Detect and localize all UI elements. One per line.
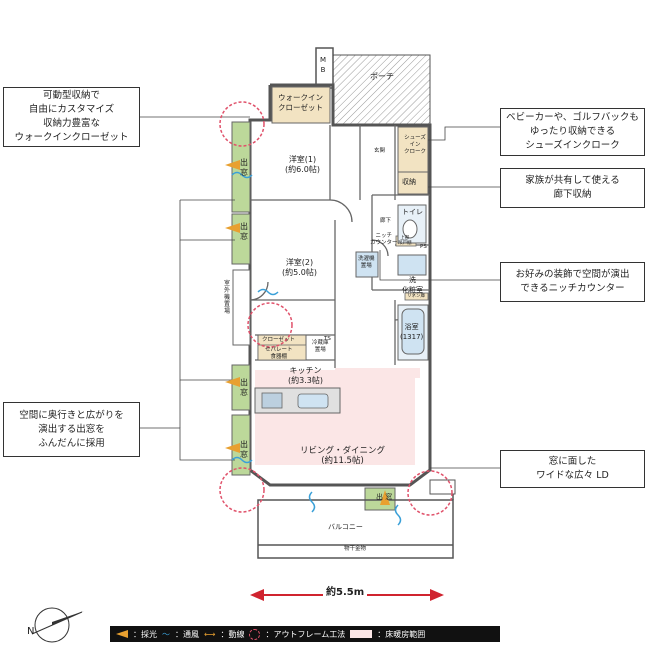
legend-light: ：採光 bbox=[133, 629, 157, 639]
label-bay-window-2: 出 窓 bbox=[240, 222, 248, 241]
label-western-room-1: 洋室(1) (約6.0帖) bbox=[285, 155, 320, 174]
label-kitchen: キッチン (約3.3帖) bbox=[288, 366, 323, 385]
label-ps: PS bbox=[420, 244, 427, 250]
callout-shoes-in-cloak: ベビーカーや、ゴルフバックも ゆったり収納できる シューズインクローク bbox=[500, 108, 645, 156]
label-niche-counter: ニッチ カウンター bbox=[370, 233, 398, 246]
legend-floor-heat-icon bbox=[350, 630, 373, 638]
floor-heating-area bbox=[255, 370, 415, 465]
legend-outframe-icon bbox=[249, 628, 261, 640]
label-living-dining: リビング・ダイニング (約11.5帖) bbox=[300, 446, 386, 466]
callout-hall-storage: 家族が共有して使える 廊下収納 bbox=[500, 168, 645, 208]
label-bay-window-3: 出 窓 bbox=[240, 378, 248, 397]
label-outdoor-unit: 室外機置場 bbox=[223, 280, 230, 315]
label-bath: 浴室 (1317) bbox=[400, 323, 424, 341]
callout-bay-windows: 空間に奥行きと広がりを 演出する出窓を ふんだんに採用 bbox=[3, 402, 140, 457]
label-walk-in-closet: ウォークイン クローゼット bbox=[278, 93, 323, 112]
legend-outframe: ：アウトフレーム工法 bbox=[265, 629, 346, 639]
label-balcony: バルコニー bbox=[328, 523, 363, 531]
label-porch: ポーチ bbox=[370, 72, 394, 81]
walk-in-closet-area bbox=[271, 86, 331, 124]
callout-walk-in-closet: 可動型収納で 自由にカスタマイズ 収納力豊富な ウォークインクローゼット bbox=[3, 87, 140, 147]
legend-flow: ：動線 bbox=[220, 629, 245, 639]
label-ts: TS bbox=[324, 336, 331, 342]
legend: ：採光 〜 ：通風 ⟷ ：動線 ：アウトフレーム工法 ：床暖房範囲 bbox=[110, 626, 500, 642]
label-storage: 収納 bbox=[402, 178, 416, 186]
porch-area bbox=[332, 54, 431, 126]
label-shoes-in-cloak: シューズ イン クローク bbox=[404, 135, 427, 155]
compass bbox=[31, 607, 84, 643]
legend-light-icon bbox=[116, 630, 128, 638]
legend-wind-icon: 〜 bbox=[162, 629, 170, 639]
label-bay-window-1: 出 窓 bbox=[240, 158, 248, 177]
outframe-circles bbox=[219, 101, 453, 516]
compass-north-label: N bbox=[27, 626, 35, 637]
label-washroom: 洗 化粧室 bbox=[402, 276, 423, 294]
legend-flow-icon: ⟷ bbox=[204, 629, 216, 639]
legend-floor-heat: ：床暖房範囲 bbox=[377, 629, 426, 639]
label-fridge: 冷蔵庫 置場 bbox=[312, 340, 329, 353]
callout-wide-ld: 窓に面した ワイドな広々 LD bbox=[500, 450, 645, 488]
label-bay-window-5: 出 窓 bbox=[376, 493, 393, 501]
label-linen: リネン庫 bbox=[407, 294, 425, 299]
label-upper-storage: 上部 吊戸棚 bbox=[398, 236, 412, 246]
label-hall: 廊下 bbox=[380, 218, 392, 224]
label-closet: クローゼット bbox=[262, 337, 296, 343]
label-bay-window-4: 出 窓 bbox=[240, 440, 248, 459]
leader-lines bbox=[140, 116, 500, 469]
callout-niche-counter: お好みの装飾で空間が演出 できるニッチカウンター bbox=[500, 262, 645, 302]
label-entrance: 玄関 bbox=[374, 148, 386, 154]
label-mb: M B bbox=[320, 56, 327, 74]
label-washer: 洗濯機 置場 bbox=[358, 256, 375, 269]
label-separate-cupboard: セパレート 食器棚 bbox=[265, 347, 293, 360]
label-drying-rail: 物干金物 bbox=[344, 546, 367, 552]
label-western-room-2: 洋室(2) (約5.0帖) bbox=[282, 258, 317, 277]
light-wind-marks bbox=[225, 160, 402, 526]
dimension-label: 約5.5m bbox=[323, 588, 368, 598]
legend-wind: ：通風 bbox=[175, 629, 199, 639]
label-toilet: トイレ bbox=[402, 208, 423, 216]
